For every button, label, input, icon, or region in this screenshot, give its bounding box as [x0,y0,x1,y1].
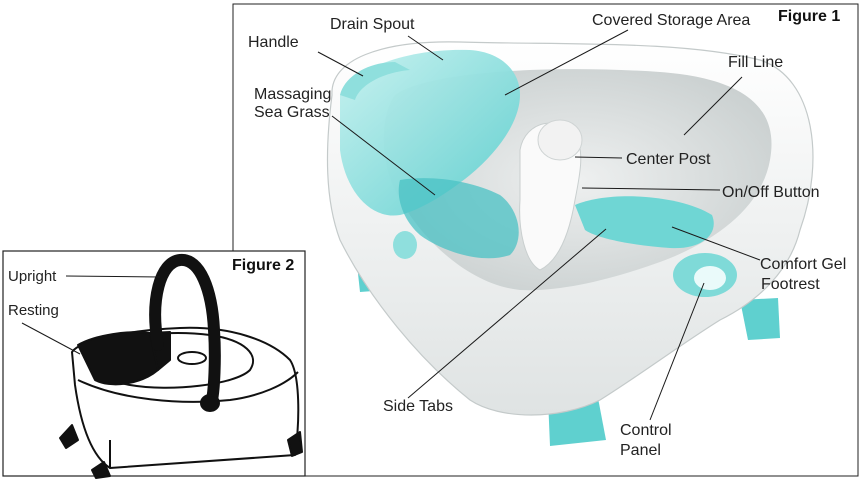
leader-covered-storage-area [504,29,629,96]
label-comfort-gel-line1: Comfort Gel [760,256,847,273]
label-center-post: Center Post [626,151,711,168]
leader-fill-line [683,76,743,136]
label-panel-line2: Panel [620,442,661,459]
control-panel-button [694,266,726,290]
label-side-tabs: Side Tabs [383,398,453,415]
label-on-off-button: On/Off Button [722,184,820,201]
label-fill-line: Fill Line [728,54,784,71]
leader-on-off-button [581,187,721,191]
leader-drain-spout [407,35,444,61]
leader-side-tabs [407,228,607,399]
leader-comfort-gel-footrest [671,226,761,261]
label-covered-storage-area: Covered Storage Area [592,12,751,29]
figure2-title: Figure 2 [232,257,295,274]
fig2-foot-left [59,424,79,449]
label-footrest-line2: Footrest [761,276,820,293]
comfort-gel-footrest [575,196,714,249]
covered-storage-lid [340,49,520,216]
leader-resting [21,322,81,355]
figure1-frame [232,3,859,477]
fig2-foot-right [287,431,303,457]
fig2-handle-pivot [200,394,220,412]
leader-center-post [574,156,623,159]
foot-spa-illustration [326,41,814,446]
label-control-line1: Control [620,422,672,439]
leader-control-panel [649,282,705,421]
leader-handle [317,51,364,77]
fig2-upright-handle [149,254,221,406]
figure2-leader-lines [21,275,161,355]
label-massaging-line1: Massaging [254,86,332,103]
massaging-sea-grass [398,178,519,259]
label-drain-spout: Drain Spout [330,16,415,33]
foot-spa-line-drawing [59,254,303,479]
side-tab [393,231,417,259]
fig2-foot-front [91,461,111,479]
label-upright: Upright [8,268,57,285]
label-handle: Handle [248,34,299,51]
center-post-top [537,119,583,161]
tub-handle [340,62,410,100]
figure1-leader-lines [317,29,761,421]
label-sea-grass-line2: Sea Grass [254,104,330,121]
figure1-title: Figure 1 [778,8,841,25]
fig2-control [177,351,207,365]
foot-right [740,298,780,340]
leader-massaging-sea-grass [331,115,436,196]
label-resting: Resting [8,302,59,319]
leader-upright [65,275,161,278]
